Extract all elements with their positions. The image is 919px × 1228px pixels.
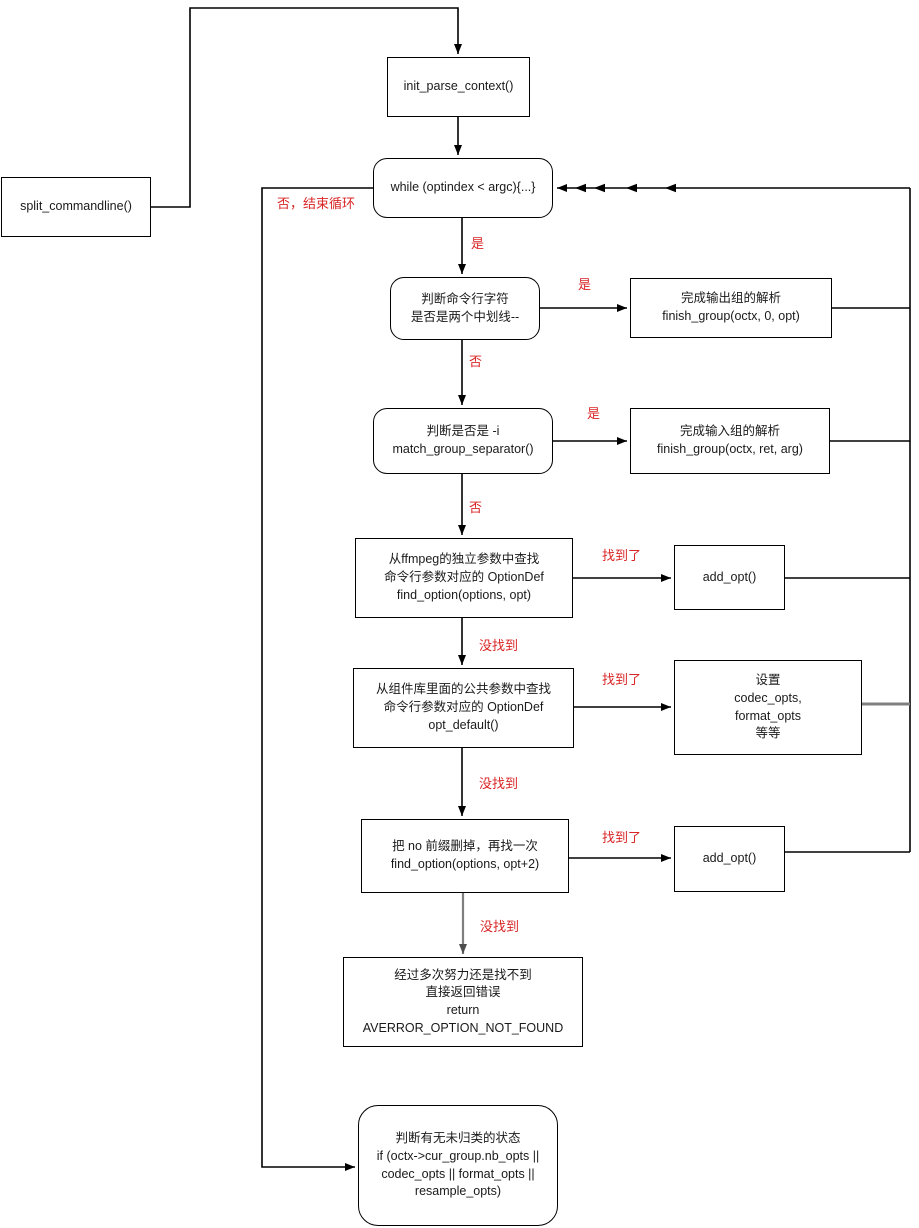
node-finish-group-output: 完成输出组的解析 finish_group(octx, 0, opt) <box>630 278 832 338</box>
edge-label-not-found-2: 没找到 <box>478 776 520 792</box>
node-set-opts: 设置 codec_opts, format_opts 等等 <box>674 660 862 755</box>
edge-label-not-found-1: 没找到 <box>478 638 520 654</box>
node-add-opt-2: add_opt() <box>674 826 785 892</box>
node-return-error: 经过多次努力还是找不到 直接返回错误 return AVERROR_OPTION… <box>343 957 583 1047</box>
edge-label-no-1: 否 <box>468 354 484 370</box>
edge-split-to-init <box>151 7 462 208</box>
node-opt-default: 从组件库里面的公共参数中查找 命令行参数对应的 OptionDef opt_de… <box>353 668 574 748</box>
edge-label-found-2: 找到了 <box>601 672 643 688</box>
node-add-opt-1: add_opt() <box>674 545 785 610</box>
edge-label-yes-1: 是 <box>470 236 486 252</box>
edge-label-not-found-3: 没找到 <box>479 919 521 935</box>
node-check-double-dash: 判断命令行字符 是否是两个中划线-- <box>390 277 540 340</box>
edge-label-no-2: 否 <box>468 500 484 516</box>
node-find-option-ffmpeg: 从ffmpeg的独立参数中查找 命令行参数对应的 OptionDef find_… <box>355 538 573 618</box>
node-while-loop: while (optindex < argc){...} <box>373 158 553 218</box>
node-split-commandline: split_commandline() <box>1 177 151 237</box>
edge-label-found-1: 找到了 <box>601 548 643 564</box>
node-finish-group-input: 完成输入组的解析 finish_group(octx, ret, arg) <box>630 408 830 474</box>
node-init-parse-context: init_parse_context() <box>387 57 530 117</box>
edge-label-yes-3: 是 <box>586 406 602 422</box>
edge-label-exit-loop: 否，结束循环 <box>276 196 357 212</box>
node-check-ungrouped: 判断有无未归类的状态 if (octx->cur_group.nb_opts |… <box>358 1105 558 1226</box>
merged-arrowheads <box>575 183 676 193</box>
edge-label-found-3: 找到了 <box>601 830 643 846</box>
edge-label-yes-2: 是 <box>577 277 593 293</box>
edge-exitloop-to-ungrouped <box>261 187 373 1171</box>
node-find-option-no-prefix: 把 no 前缀删掉，再找一次 find_option(options, opt+… <box>361 819 569 893</box>
node-check-input-separator: 判断是否是 -i match_group_separator() <box>373 408 553 474</box>
